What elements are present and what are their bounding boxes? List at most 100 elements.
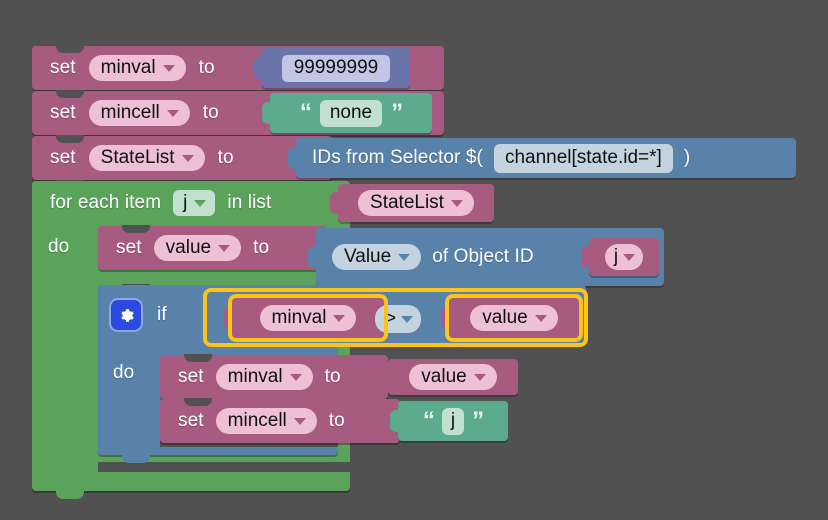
block-notch-top: [56, 45, 84, 53]
chevron-down-icon: [398, 254, 411, 261]
set-keyword-label: set: [178, 410, 204, 431]
value-operand-label: value: [482, 307, 528, 328]
block-set-minval-inner[interactable]: set minval to: [160, 354, 390, 399]
block-plug: [224, 307, 233, 329]
block-number-99999999[interactable]: 99999999: [254, 48, 410, 88]
loop-inner-cutout: [98, 462, 350, 472]
selector-suffix-label: ): [683, 147, 691, 168]
text-input-j[interactable]: j: [441, 407, 465, 435]
to-label: to: [328, 410, 345, 431]
value-inner-dropdown[interactable]: value: [409, 364, 497, 390]
chevron-down-icon: [534, 315, 547, 322]
block-variable-statelist[interactable]: StateList: [330, 184, 494, 222]
block-variable-j[interactable]: j: [581, 238, 659, 276]
block-plug: [380, 366, 389, 388]
chevron-down-icon: [218, 245, 231, 252]
block-plug: [441, 307, 450, 329]
set-keyword-label: set: [116, 237, 142, 258]
if-do-label: do: [113, 362, 135, 383]
variable-dropdown-label: StateList: [100, 147, 175, 168]
selector-text-input[interactable]: channel[state.id=*]: [493, 143, 673, 173]
chevron-down-icon: [450, 200, 463, 207]
variable-dropdown-label: mincell: [100, 102, 160, 123]
variable-dropdown-minval-inner[interactable]: minval: [215, 364, 313, 390]
block-plug: [199, 306, 208, 328]
block-notch-top: [184, 354, 212, 362]
for-each-prefix-label: for each item: [50, 192, 162, 213]
block-variable-value-inner[interactable]: value: [380, 359, 518, 395]
to-label: to: [217, 147, 234, 168]
chevron-down-icon: [289, 374, 302, 381]
block-set-mincell-inner[interactable]: set mincell to: [160, 398, 402, 443]
block-plug: [262, 102, 271, 124]
value-socket: [252, 101, 262, 125]
text-input[interactable]: none: [319, 99, 383, 127]
block-text-none[interactable]: “ none ”: [262, 93, 432, 133]
loop-item-variable-label: j: [183, 192, 188, 213]
block-set-statelist[interactable]: set StateList to: [32, 135, 334, 180]
selector-prefix-label: IDs from Selector $(: [312, 147, 483, 168]
property-dropdown-label: Value: [344, 246, 392, 267]
to-label: to: [198, 57, 215, 78]
value-operand-dropdown[interactable]: value: [470, 305, 558, 331]
minval-operand-label: minval: [271, 307, 327, 328]
variable-dropdown-mincell-inner[interactable]: mincell: [215, 408, 317, 434]
variable-dropdown-label: minval: [227, 366, 283, 387]
variable-dropdown-label: mincell: [227, 410, 287, 431]
j-variable-dropdown[interactable]: j: [604, 244, 644, 270]
block-plug: [330, 192, 339, 214]
block-notch-top: [56, 90, 84, 98]
block-plug: [390, 410, 399, 432]
block-plug: [254, 57, 263, 79]
variable-dropdown-statelist[interactable]: StateList: [88, 145, 205, 171]
gear-icon[interactable]: [111, 300, 141, 330]
operator-dropdown[interactable]: >: [375, 305, 422, 333]
loop-do-label-wrap: do: [48, 236, 96, 262]
block-variable-value-operand[interactable]: value: [441, 298, 579, 338]
if-label: if: [157, 304, 167, 325]
set-keyword-label: set: [178, 366, 204, 387]
if-do-label-wrap: do: [113, 362, 161, 388]
chevron-down-icon: [293, 418, 306, 425]
block-text-j[interactable]: “ j ”: [390, 401, 508, 441]
chevron-down-icon: [181, 155, 194, 162]
chevron-down-icon: [194, 200, 207, 207]
block-notch-top: [122, 225, 150, 233]
minval-operand-dropdown[interactable]: minval: [259, 305, 357, 331]
to-label: to: [324, 366, 341, 387]
variable-dropdown-value[interactable]: value: [153, 235, 242, 261]
set-keyword-label: set: [50, 57, 76, 78]
variable-dropdown-minval[interactable]: minval: [88, 55, 186, 81]
chevron-down-icon: [473, 374, 486, 381]
chevron-down-icon: [333, 315, 346, 322]
block-variable-minval-operand[interactable]: minval: [224, 298, 384, 338]
chevron-down-icon: [623, 254, 636, 261]
number-input[interactable]: 99999999: [281, 54, 391, 82]
property-dropdown[interactable]: Value: [332, 244, 422, 270]
block-value-of-object-id[interactable]: Value of Object ID: [308, 228, 664, 286]
block-plug: [581, 246, 590, 268]
operator-dropdown-wrap[interactable]: >: [375, 305, 435, 333]
statelist-variable-label: StateList: [370, 192, 444, 213]
loop-bottom-tab: [56, 491, 84, 499]
block-set-value[interactable]: set value to: [98, 225, 330, 270]
value-inner-label: value: [421, 366, 467, 387]
block-notch-top: [56, 135, 84, 143]
block-ids-from-selector[interactable]: IDs from Selector $( channel[state.id=*]…: [288, 138, 796, 178]
j-variable-label: j: [613, 246, 619, 267]
chevron-down-icon: [401, 316, 414, 323]
operator-label: >: [385, 308, 397, 329]
chevron-down-icon: [162, 65, 175, 72]
statelist-variable-dropdown[interactable]: StateList: [358, 190, 474, 216]
if-bottom-tab: [122, 455, 150, 463]
variable-dropdown-label: value: [165, 237, 212, 258]
loop-item-variable-dropdown[interactable]: j: [173, 190, 216, 216]
of-object-id-label: of Object ID: [432, 246, 534, 267]
block-for-each-header[interactable]: for each item j in list: [32, 181, 352, 225]
if-inner-cutout: [160, 441, 338, 447]
block-plug: [308, 246, 317, 268]
to-label: to: [202, 102, 219, 123]
variable-dropdown-mincell[interactable]: mincell: [88, 100, 190, 126]
set-keyword-label: set: [50, 102, 76, 123]
